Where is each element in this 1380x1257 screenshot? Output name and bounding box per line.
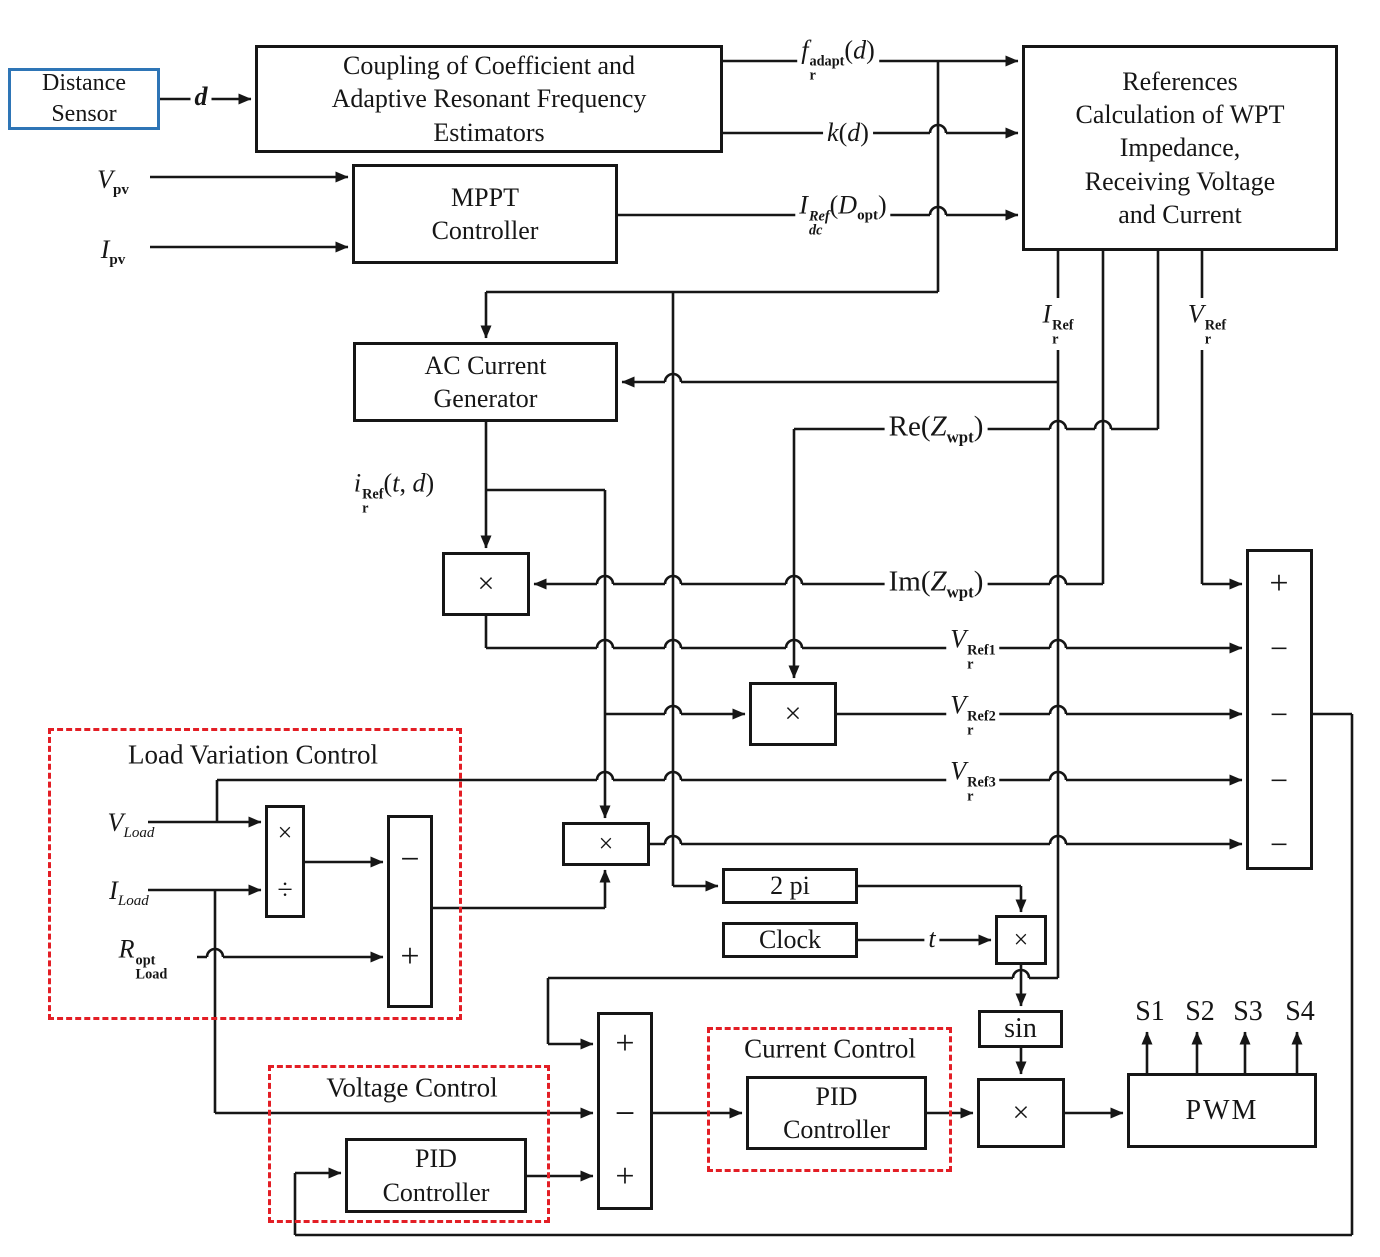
minus-icon: −	[1269, 630, 1289, 666]
voltage-control-label: Voltage Control	[326, 1072, 498, 1103]
label-i-pv: Ipv	[100, 234, 126, 269]
label-s2: S2	[1185, 996, 1215, 1027]
divide-icon: ÷	[277, 875, 293, 906]
voltage-control-region	[268, 1065, 550, 1223]
plus-icon: +	[615, 1158, 635, 1195]
multiplier-1-block	[442, 552, 530, 616]
voltage-summation-block	[1246, 549, 1313, 870]
load-variation-control-region	[48, 728, 462, 1020]
pwm-block: PWM	[1127, 1073, 1317, 1148]
label-k-d: k(d)	[823, 118, 873, 148]
label-re-zwpt: Re(Zwpt)	[884, 410, 988, 448]
minus-icon: −	[614, 1093, 636, 1133]
times-icon: ×	[277, 818, 293, 847]
times-icon: ×	[1013, 925, 1029, 954]
label-s4: S4	[1285, 996, 1315, 1027]
sin-block: sin	[978, 1010, 1063, 1048]
label-v-load: VLoad	[107, 807, 155, 842]
minus-icon: −	[1269, 762, 1289, 798]
two-pi-block: 2 pi	[722, 868, 858, 904]
current-summation-block	[597, 1012, 653, 1210]
times-icon: ×	[784, 697, 802, 730]
current-control-region	[707, 1027, 952, 1172]
plus-icon: +	[615, 1025, 635, 1062]
load-subtract-block	[387, 815, 433, 1008]
minus-icon: −	[1269, 696, 1289, 732]
times-icon: ×	[477, 567, 495, 600]
label-distance-d: d	[190, 82, 212, 112]
label-i-load: ILoad	[109, 875, 149, 910]
multiply-divide-block	[265, 805, 305, 918]
label-im-zwpt: Im(Zwpt)	[884, 565, 988, 603]
multiplier-3-block	[562, 822, 650, 866]
minus-icon: −	[1269, 826, 1289, 862]
label-t: t	[924, 924, 940, 954]
multiplier-5-block	[977, 1078, 1065, 1148]
current-control-label: Current Control	[744, 1033, 916, 1064]
load-variation-control-label: Load Variation Control	[128, 739, 378, 770]
clock-block: Clock	[722, 922, 858, 958]
plus-icon: +	[1269, 565, 1289, 602]
times-icon: ×	[1012, 1096, 1030, 1129]
label-v-pv: Vpv	[97, 164, 129, 199]
minus-icon: −	[400, 841, 420, 878]
times-icon: ×	[598, 829, 614, 858]
label-s3: S3	[1233, 996, 1263, 1027]
multiplier-2-block	[749, 682, 837, 746]
label-s1: S1	[1135, 996, 1165, 1027]
plus-icon: +	[400, 938, 420, 975]
multiplier-4-block	[995, 915, 1047, 965]
